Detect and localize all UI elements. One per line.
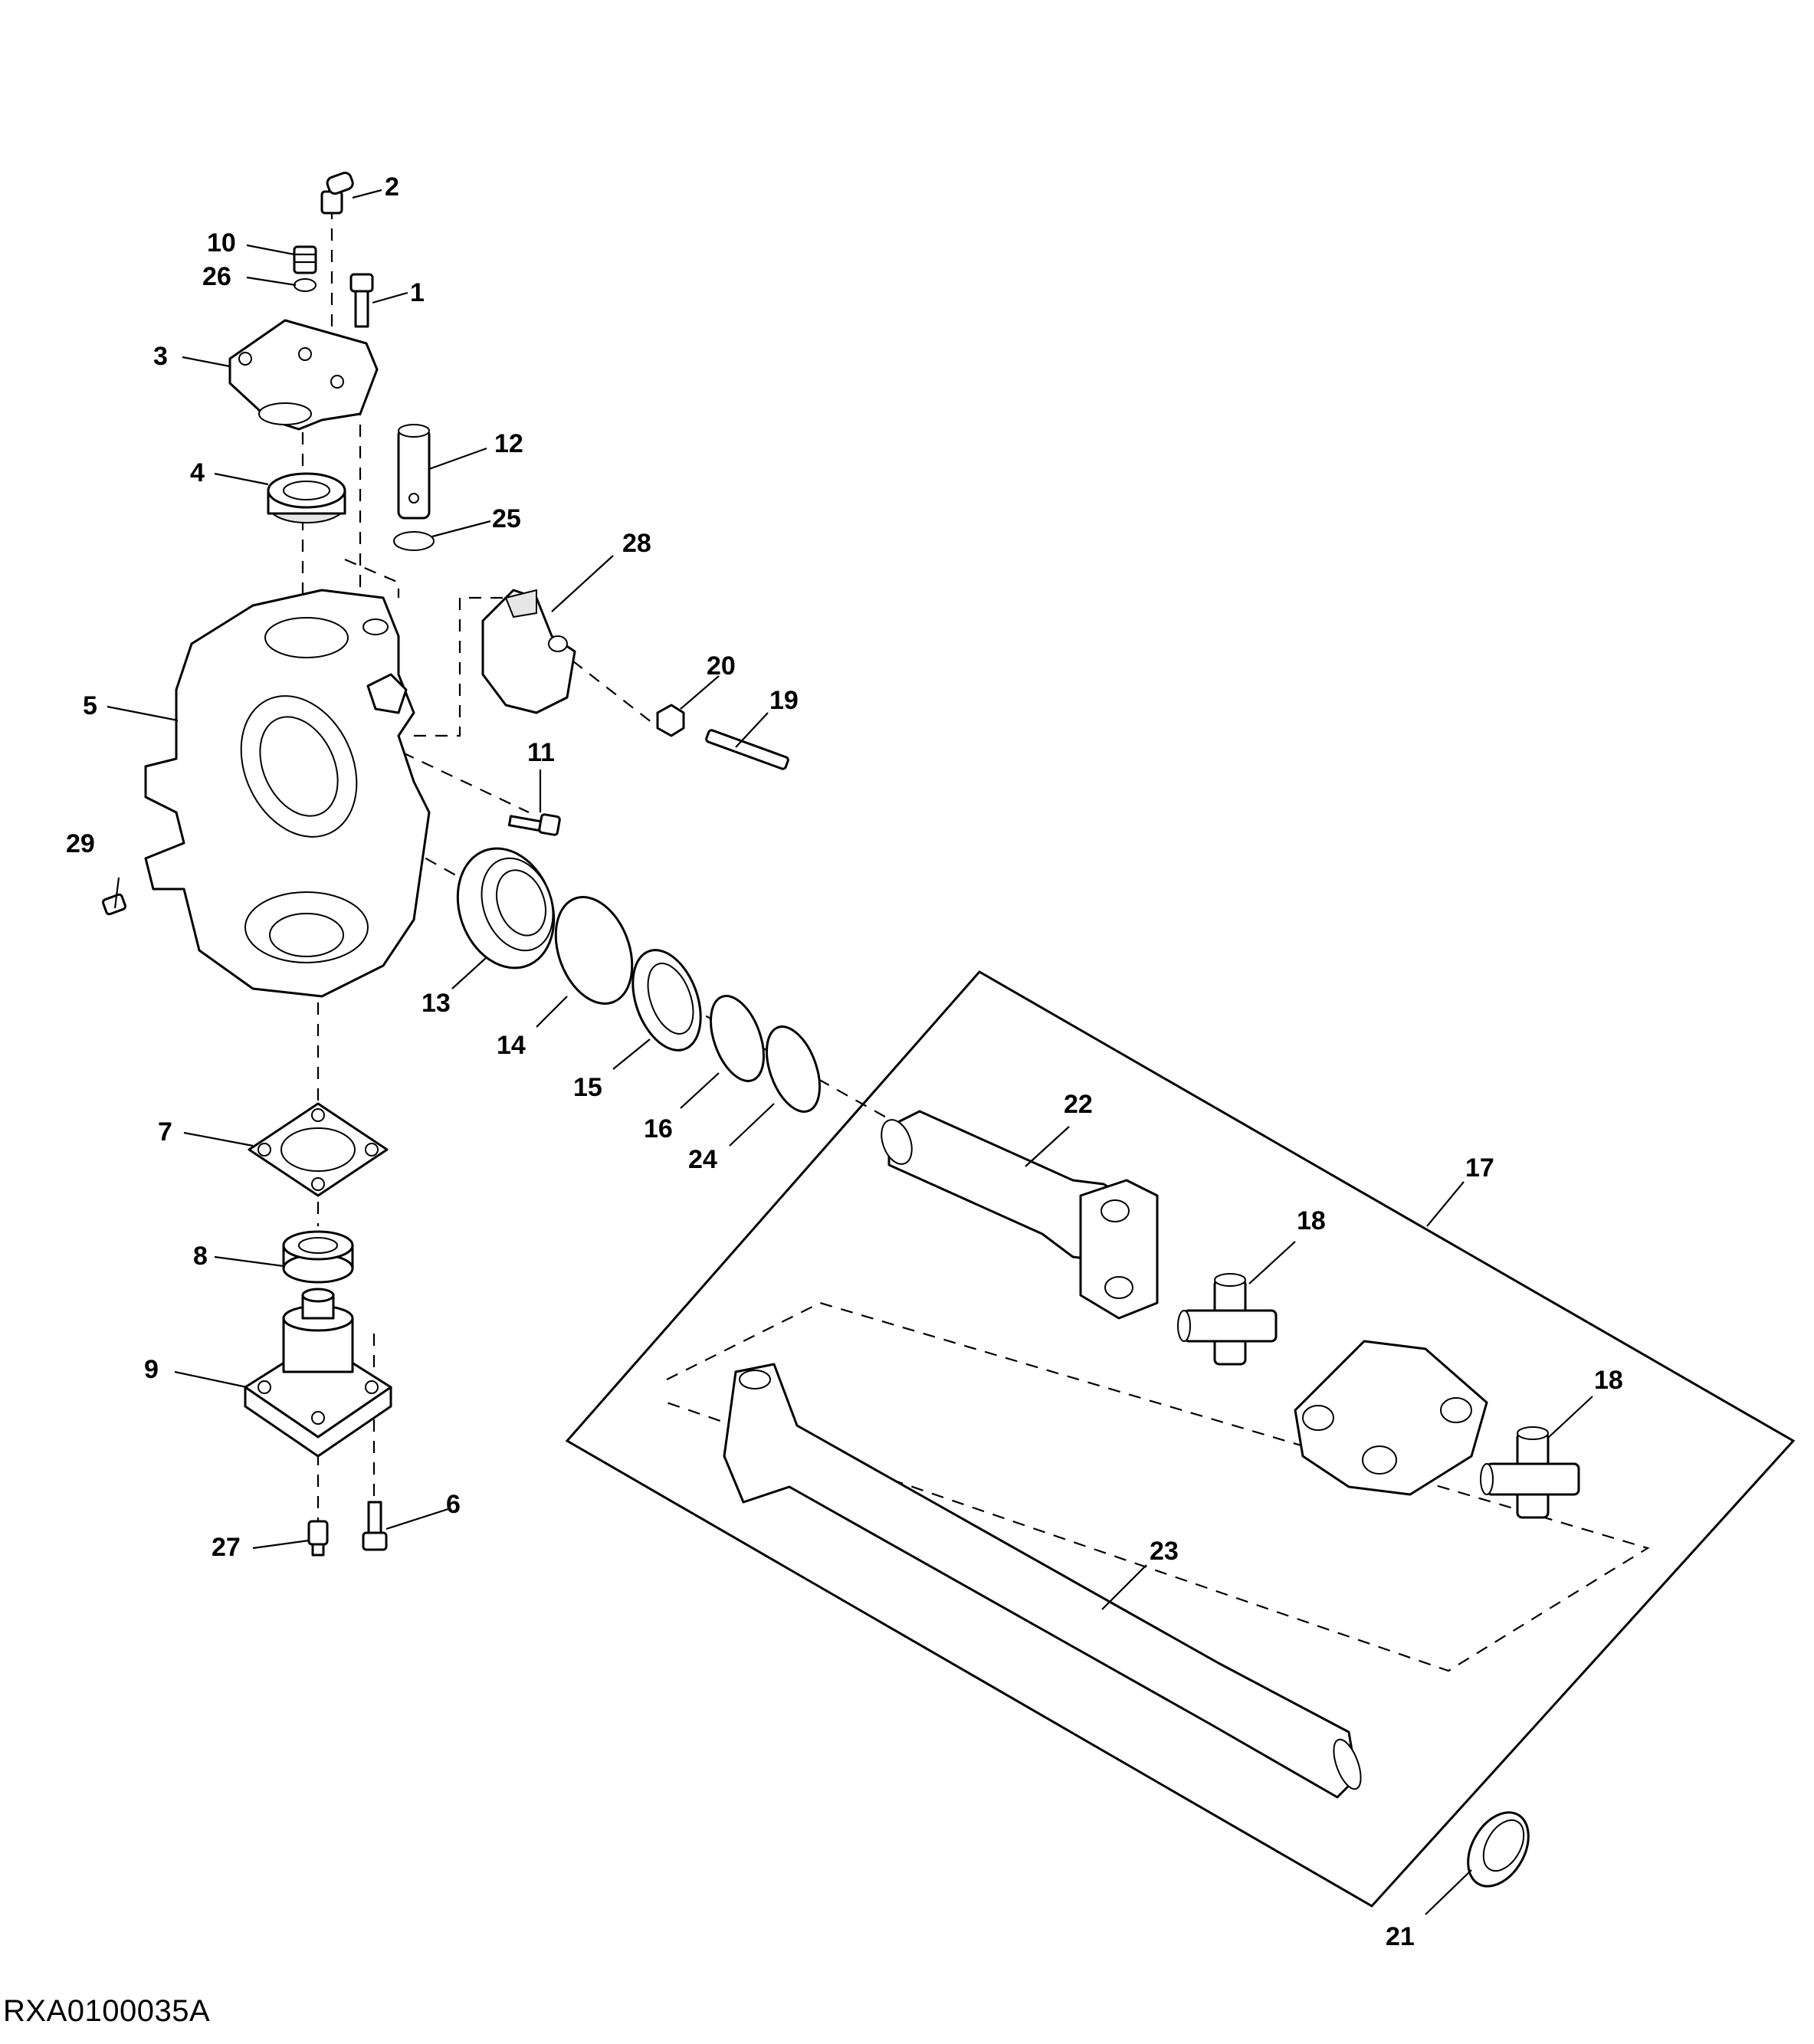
callout-9: 9 bbox=[144, 1355, 159, 1384]
end-cap bbox=[1467, 1811, 1530, 1888]
callout-4: 4 bbox=[190, 458, 205, 487]
callout-6: 6 bbox=[446, 1490, 461, 1519]
gasket bbox=[248, 1102, 389, 1197]
callout-10: 10 bbox=[207, 228, 236, 258]
callout-16: 16 bbox=[644, 1114, 673, 1143]
callout-20: 20 bbox=[707, 651, 736, 681]
washer-small bbox=[294, 278, 317, 292]
stub-shaft-yoke bbox=[881, 1110, 1159, 1320]
callout-26: 26 bbox=[202, 262, 231, 291]
stop-block bbox=[481, 589, 576, 714]
plug bbox=[293, 245, 317, 274]
callout-1: 1 bbox=[410, 278, 425, 307]
callout-28: 28 bbox=[622, 529, 651, 558]
figure-reference-id: RXA0100035A bbox=[3, 1994, 211, 2028]
o-ring-pin bbox=[393, 531, 435, 551]
callout-23: 23 bbox=[1150, 1537, 1179, 1566]
callout-13: 13 bbox=[422, 989, 451, 1018]
callout-17: 17 bbox=[1465, 1153, 1494, 1183]
snap-ring bbox=[554, 896, 634, 1005]
steering-knuckle-housing bbox=[144, 589, 431, 998]
o-ring-16 bbox=[710, 995, 765, 1082]
kit-outline-17 bbox=[565, 970, 1796, 1908]
hex-nut bbox=[656, 704, 685, 737]
upper-bearing-cone bbox=[267, 472, 346, 523]
callout-18-lower: 18 bbox=[1594, 1366, 1623, 1395]
callout-27: 27 bbox=[212, 1533, 241, 1562]
callout-21: 21 bbox=[1386, 1922, 1415, 1951]
callout-14: 14 bbox=[497, 1031, 526, 1060]
callout-22: 22 bbox=[1064, 1090, 1093, 1119]
cap-screw-top bbox=[349, 273, 374, 328]
leader-lines bbox=[107, 189, 1593, 1915]
callout-19: 19 bbox=[769, 686, 799, 715]
o-ring-24 bbox=[766, 1025, 821, 1113]
cap-screw-side bbox=[507, 813, 561, 836]
callout-labels: 1 2 3 4 5 6 7 8 9 10 11 12 13 14 15 16 1… bbox=[66, 172, 1623, 1951]
center-coupling-yoke bbox=[1294, 1340, 1488, 1496]
lower-bearing-cone bbox=[282, 1230, 354, 1284]
ball-bearing bbox=[456, 847, 556, 970]
callout-25: 25 bbox=[492, 504, 521, 533]
callout-29: 29 bbox=[66, 829, 95, 858]
callout-11: 11 bbox=[527, 738, 555, 767]
u-joint-cross-upper bbox=[1177, 1273, 1278, 1366]
pivot-pin bbox=[397, 424, 431, 520]
callout-8: 8 bbox=[193, 1242, 208, 1271]
stud-bolt bbox=[705, 729, 789, 770]
shaft-seal bbox=[631, 949, 702, 1052]
callout-12: 12 bbox=[494, 429, 523, 458]
side-plug bbox=[101, 893, 127, 916]
callout-7: 7 bbox=[158, 1117, 172, 1147]
cap-screw-bottom bbox=[362, 1501, 388, 1551]
upper-cap-arm bbox=[228, 319, 379, 431]
grease-fitting-bottom bbox=[307, 1520, 329, 1557]
callout-2: 2 bbox=[385, 172, 399, 202]
callout-18-upper: 18 bbox=[1297, 1206, 1326, 1235]
callout-3: 3 bbox=[153, 342, 168, 371]
callout-15: 15 bbox=[573, 1073, 602, 1102]
axle-shaft bbox=[723, 1363, 1362, 1799]
lower-cap bbox=[244, 1288, 392, 1458]
callout-24: 24 bbox=[688, 1145, 717, 1174]
callout-5: 5 bbox=[83, 691, 97, 720]
grease-fitting-top bbox=[320, 172, 354, 215]
u-joint-cross-lower bbox=[1480, 1426, 1580, 1519]
